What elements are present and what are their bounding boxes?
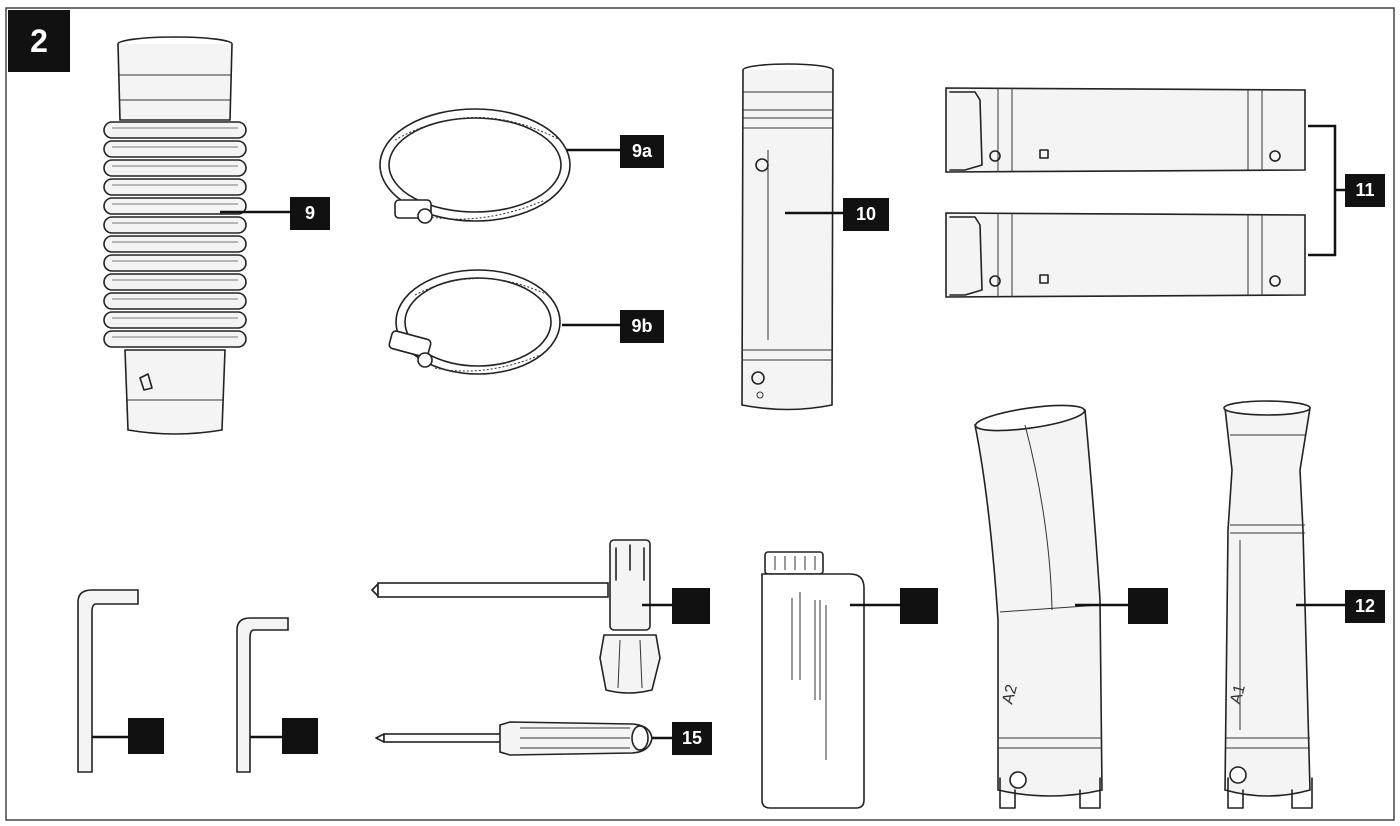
label-box-key-small	[282, 718, 318, 754]
label-box-wrench	[672, 588, 710, 624]
hose-clamp-small	[388, 269, 561, 375]
suction-tube-upper	[945, 87, 1306, 173]
mixing-bottle	[761, 551, 865, 809]
bellows-fold	[103, 273, 247, 291]
flex-hose	[103, 36, 247, 435]
label-9: 9	[290, 197, 330, 230]
bellows-fold	[103, 292, 247, 310]
straight-tube-a1: A1	[1223, 400, 1313, 809]
bellows-fold	[103, 235, 247, 253]
bellows-fold	[103, 330, 247, 348]
hose-clamp-large	[379, 108, 571, 224]
label-9a: 9a	[620, 135, 664, 168]
bellows-fold	[103, 216, 247, 234]
screwdriver	[375, 721, 653, 756]
bellows-fold	[103, 178, 247, 196]
label-12: 12	[1345, 590, 1385, 623]
label-10: 10	[843, 198, 889, 231]
bellows-fold	[103, 311, 247, 329]
allen-key-small	[236, 617, 289, 773]
bellows-fold	[103, 159, 247, 177]
figure-number: 2	[8, 10, 70, 72]
allen-key-large	[77, 589, 139, 773]
svg-text:A1: A1	[1227, 683, 1249, 706]
spark-plug-wrench	[371, 539, 661, 694]
label-9b: 9b	[620, 310, 664, 343]
bellows-fold	[103, 140, 247, 158]
label-box-curved-tube	[1128, 588, 1168, 624]
label-11: 11	[1345, 174, 1385, 207]
tube-10	[741, 63, 834, 411]
label-box-bottle	[900, 588, 938, 624]
bellows-fold	[103, 254, 247, 272]
svg-text:A2: A2	[999, 683, 1021, 706]
label-box-key-large	[128, 718, 164, 754]
suction-tube-lower	[945, 212, 1306, 298]
bellows-fold	[103, 197, 247, 215]
label-15: 15	[672, 722, 712, 755]
bellows-fold	[103, 121, 247, 139]
